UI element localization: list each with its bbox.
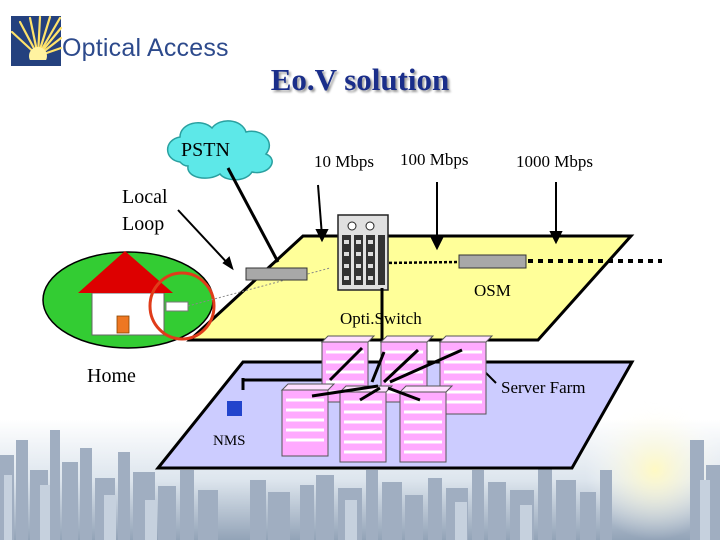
opti-switch-label: Opti.Switch bbox=[340, 309, 422, 328]
server-rack bbox=[438, 335, 494, 415]
slide-title: Eo.V solution bbox=[270, 62, 450, 97]
server-farm-label: Server Farm bbox=[501, 378, 586, 397]
local-loop-label-line2: Loop bbox=[122, 213, 165, 235]
fiber-link-osm bbox=[383, 260, 460, 265]
pstn-cloud-icon bbox=[166, 120, 273, 181]
speed-1000-label: 1000 Mbps bbox=[516, 152, 593, 171]
server-network-plane bbox=[154, 360, 635, 470]
server-rack bbox=[338, 385, 394, 463]
speed-100-label: 100 Mbps bbox=[400, 150, 469, 169]
server-links bbox=[311, 346, 463, 402]
speed-10-label: 10 Mbps bbox=[314, 152, 374, 171]
opti-switch-icon bbox=[337, 214, 389, 291]
nms-terminal-icon bbox=[227, 401, 242, 416]
access-module-left bbox=[245, 267, 308, 281]
osm-module bbox=[458, 254, 527, 269]
server-rack bbox=[280, 383, 336, 457]
local-loop-label-line1: Local bbox=[122, 186, 168, 208]
home-link-line bbox=[187, 267, 331, 307]
pstn-label: PSTN bbox=[181, 139, 230, 161]
nms-label: NMS bbox=[213, 433, 246, 449]
home-icon bbox=[42, 251, 216, 349]
osm-label: OSM bbox=[474, 281, 511, 300]
home-label: Home bbox=[87, 365, 136, 387]
company-name: Optical Access bbox=[62, 34, 229, 62]
server-rack bbox=[398, 385, 454, 463]
optical-access-logo-icon bbox=[10, 15, 63, 66]
